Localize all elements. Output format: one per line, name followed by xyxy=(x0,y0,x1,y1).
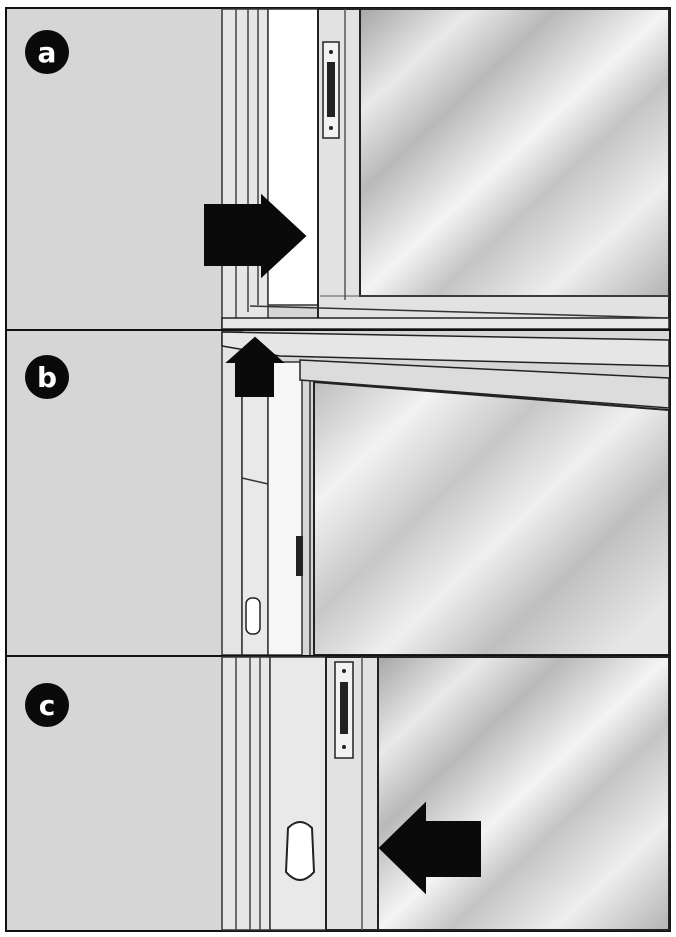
arrow-up-icon xyxy=(225,336,285,397)
panel-c: c xyxy=(5,655,671,932)
panel-c-frame-rail xyxy=(221,656,271,931)
panel-c-hinge-slot xyxy=(340,682,348,734)
panel-b-hinge xyxy=(296,536,303,576)
arrow-right-icon xyxy=(204,193,307,279)
step-label-b: b xyxy=(37,361,57,394)
panel-b: b xyxy=(5,329,671,657)
arrow-left-icon xyxy=(378,801,481,895)
panel-b-jamb xyxy=(267,361,303,656)
panel-c-side-panel xyxy=(269,656,327,931)
panel-b-glass xyxy=(313,380,670,656)
panel-a: a xyxy=(5,7,671,331)
panel-c-glass xyxy=(377,656,670,931)
panel-a-frame-rail xyxy=(221,8,269,330)
step-badge-c: c xyxy=(25,683,69,727)
panel-a-sill xyxy=(221,317,670,330)
panel-b-latch xyxy=(245,597,261,635)
panel-b-top-rail xyxy=(221,331,670,367)
step-label-c: c xyxy=(39,689,56,722)
step-badge-a: a xyxy=(25,30,69,74)
panel-a-hinge-slot xyxy=(327,62,335,117)
panel-a-glass xyxy=(359,8,670,297)
step-label-a: a xyxy=(38,36,57,69)
step-badge-b: b xyxy=(25,355,69,399)
panel-c-latch xyxy=(284,821,316,881)
